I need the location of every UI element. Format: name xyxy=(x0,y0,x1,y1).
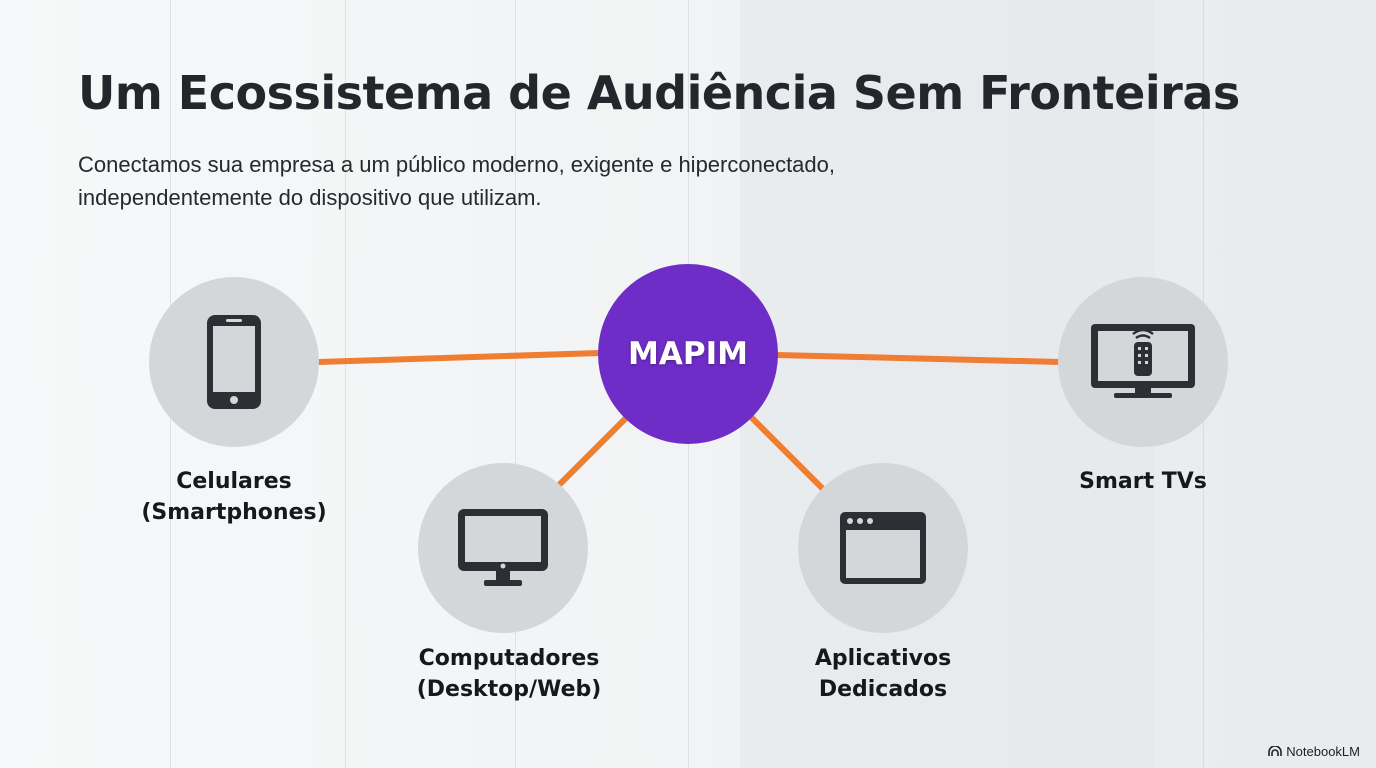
label-apps: Aplicativos Dedicados xyxy=(753,643,1013,705)
node-computers xyxy=(418,463,588,633)
hub-label: MAPIM xyxy=(628,336,748,372)
notebooklm-logo-icon xyxy=(1268,746,1283,756)
label-computers: Computadores (Desktop/Web) xyxy=(379,643,639,705)
label-line: Smart TVs xyxy=(1079,469,1207,494)
background-line xyxy=(515,0,516,768)
slide-title: Um Ecossistema de Audiência Sem Fronteir… xyxy=(78,66,1240,120)
label-line: Dedicados xyxy=(818,677,948,702)
node-smartphones xyxy=(149,277,319,447)
connector-smart-tvs xyxy=(773,352,1063,365)
brand-label: NotebookLM xyxy=(1286,744,1360,759)
notebooklm-watermark: NotebookLM xyxy=(1268,744,1360,759)
desktop-icon xyxy=(458,509,548,586)
app-window-icon xyxy=(840,512,926,584)
node-smart-tvs xyxy=(1058,277,1228,447)
connector-smartphones xyxy=(315,350,603,365)
label-line: (Smartphones) xyxy=(141,500,327,525)
subtitle-line: independentemente do dispositivo que uti… xyxy=(78,185,542,210)
label-smartphones: Celulares (Smartphones) xyxy=(104,466,364,528)
slide-subtitle: Conectamos sua empresa a um público mode… xyxy=(78,148,978,214)
label-smart-tvs: Smart TVs xyxy=(1013,466,1273,497)
label-line: Aplicativos xyxy=(814,646,952,671)
label-line: Celulares xyxy=(176,469,292,494)
connector-apps xyxy=(749,415,825,491)
subtitle-line: Conectamos sua empresa a um público mode… xyxy=(78,152,836,177)
label-line: Computadores xyxy=(418,646,600,671)
hub-circle: MAPIM xyxy=(598,264,778,444)
label-line: (Desktop/Web) xyxy=(416,677,602,702)
smart-tv-icon xyxy=(1091,324,1195,398)
smartphone-icon xyxy=(207,315,261,409)
node-apps xyxy=(798,463,968,633)
connector-computers xyxy=(557,415,629,487)
background-line xyxy=(345,0,346,768)
